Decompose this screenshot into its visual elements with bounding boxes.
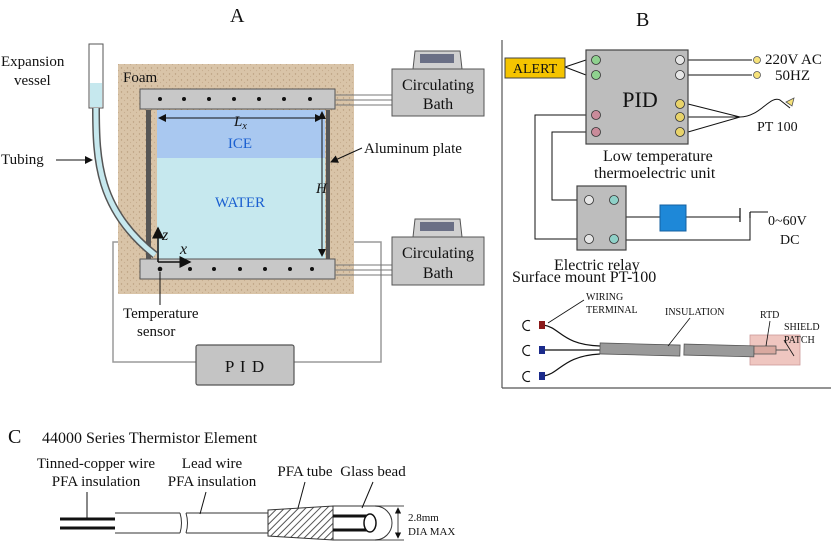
pid-controller-label: PID [622,87,657,112]
aluminum-plate-arrow [330,147,363,163]
rtd-label: RTD [760,310,779,321]
glass-leader [361,481,374,509]
h-label: H [315,181,328,197]
alert-box [504,57,566,79]
thermoelectric-unit [659,204,687,232]
panel-label-b: B [636,9,649,31]
wiring-terminals [522,319,545,383]
water-label: WATER [215,195,265,211]
circulating-bath-top [391,68,485,117]
sensor-label-2: sensor [137,324,175,340]
ice-label: ICE [228,136,252,152]
x-label: x [179,241,187,258]
rtd-leader [765,320,771,347]
pfa-leader [297,481,306,509]
pid-label-a: P I D [225,357,265,376]
pt100-probe-tip [785,97,795,107]
right-wall [326,110,330,263]
ac-terminal-2 [753,71,761,79]
left-wall [146,110,151,263]
lead-label-2: PFA insulation [168,474,257,490]
bath-top-label-1: Circulating [402,77,474,94]
shield-label-1: SHIELD [784,322,820,333]
panel-label-c: C [8,426,21,448]
bath-top-display [420,54,454,63]
bath-top-label-2: Bath [423,96,453,113]
expansion-label-1: Expansion [1,54,65,70]
relay-label: Electric relay [554,257,640,274]
pfa-tube [267,505,334,541]
wiring-leader [547,299,585,324]
sensor-label-1: Temperature [123,306,199,322]
top-aluminum-plate [139,88,336,110]
bottom-plate-holes [157,266,314,272]
insulation-segment-1 [599,342,681,357]
lx-label: Lx [233,114,247,132]
panel-c: C 44000 Series Thermistor Element Tinned… [8,426,455,541]
tubing-label: Tubing [1,152,44,168]
lead-leader [199,491,207,515]
dia-label-2: DIA MAX [408,526,455,538]
wiring-label-2: TERMINAL [586,305,638,316]
foam-label: Foam [123,70,158,86]
hz-label: 50HZ [775,68,810,84]
shield-label-2: PATCH [784,335,815,346]
thermistor-bead [363,513,377,533]
insulation-segment-2 [683,343,755,358]
dc-voltage-label: 0~60V [768,214,807,229]
dia-label-1: 2.8mm [408,512,439,524]
z-label: z [161,227,169,244]
tubing-inner [93,107,157,257]
expansion-label-2: vessel [14,73,51,89]
lead-insulation-outline [115,512,268,534]
glass-bead-label: Glass bead [340,464,406,480]
panel-label-a: A [230,5,245,27]
glass-bead [332,505,393,541]
lead-break-marks [179,512,188,534]
thermistor-title: 44000 Series Thermistor Element [42,430,258,447]
aluminum-plate-label: Aluminum plate [364,141,462,157]
top-plate-holes [158,97,312,101]
bead-leads [333,514,370,532]
tinned-label-2: PFA insulation [52,474,141,490]
panel-b: B ALERT PID 220V AC 50HZ [501,9,831,389]
bath-bottom-display [420,222,454,231]
surface-mount-title: Surface mount PT-100 [512,269,656,286]
bath-bottom-label-2: Bath [423,265,453,282]
alert-label: ALERT [513,62,558,77]
relay-terminals [584,195,619,244]
wiring-label-1: WIRING [586,292,623,303]
thermo-label-1: Low temperature [603,148,713,165]
tinned-label-1: Tinned-copper wire [37,456,156,472]
pid-box-a [195,344,295,386]
insulation-leader [667,317,691,347]
pfa-tube-label: PFA tube [277,464,332,480]
pt100-label: PT 100 [757,120,798,135]
wiring-leads [542,324,601,377]
bath-bottom-label-1: Circulating [402,245,474,262]
pid-controller-box [585,49,689,145]
insulation-label: INSULATION [665,307,724,318]
pid-terminals [591,55,685,137]
ac-label: 220V AC [765,52,822,68]
dc-label: DC [780,233,799,248]
lead-label-1: Lead wire [182,456,243,472]
panel-a: A P I D Foam ICE WATER [1,5,485,386]
ac-terminal-1 [753,56,761,64]
thermo-label-2: thermoelectric unit [594,165,716,182]
expansion-vessel-water [90,83,102,107]
shield-leader [783,339,795,357]
circulating-bath-bottom [391,236,485,286]
rtd-element [753,345,777,355]
